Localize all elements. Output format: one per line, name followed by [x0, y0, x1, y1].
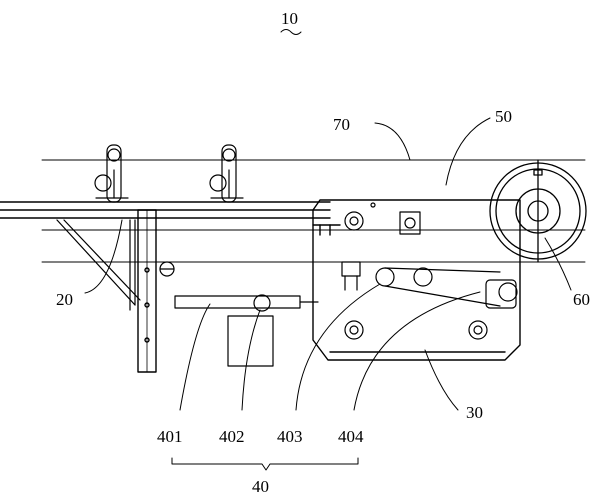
guide-assembly-2: [209, 144, 244, 203]
label-30: 30: [466, 403, 483, 422]
label-50: 50: [495, 107, 512, 126]
sensor-device: [159, 261, 175, 277]
small-bracket: [341, 261, 361, 291]
frame-bolts: [344, 202, 488, 340]
guide-assembly-1: [94, 144, 129, 203]
support-bracket: [56, 219, 141, 311]
label-70: 70: [333, 115, 350, 134]
label-60: 60: [573, 290, 590, 309]
main-frame: [312, 199, 521, 361]
belt-drive: [375, 267, 518, 309]
reel-wheel: [489, 159, 587, 263]
conveyor-rail: [0, 201, 331, 219]
square-mount: [399, 211, 421, 235]
label-403: 403: [277, 427, 303, 446]
label-401: 401: [157, 427, 183, 446]
support-column: [137, 209, 157, 373]
label-402: 402: [219, 427, 245, 446]
label-404: 404: [338, 427, 364, 446]
leader-lines: [84, 117, 572, 411]
figure-number-tilde: [280, 29, 302, 35]
linear-actuator: [174, 294, 319, 367]
label-40: 40: [252, 477, 269, 496]
figure-number: 10: [281, 9, 298, 28]
group-bracket-40: [171, 457, 359, 471]
label-20: 20: [56, 290, 73, 309]
